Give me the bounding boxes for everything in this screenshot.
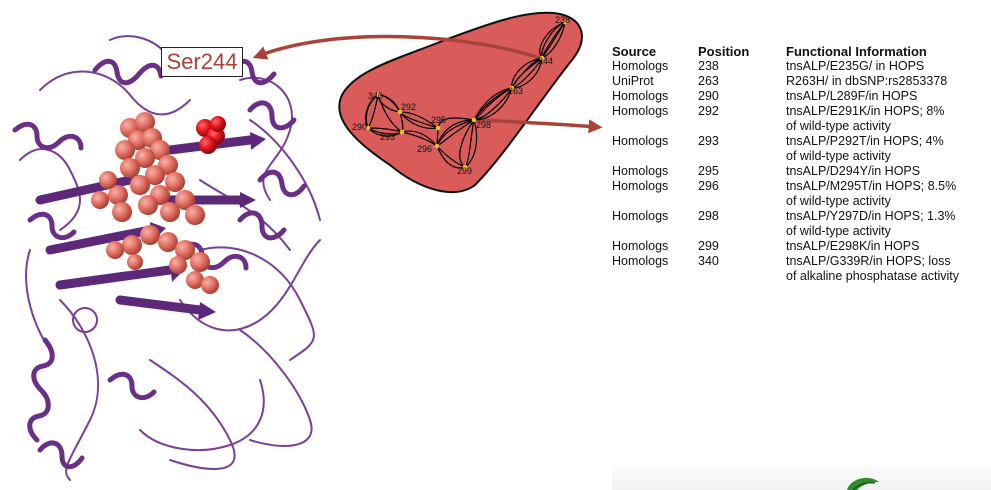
cell-source: Homologs [612, 164, 698, 179]
node-label: 238 [555, 15, 570, 25]
cell-source: Homologs [612, 134, 698, 164]
table-row: Homologs296tnsALP/M295T/in HOPS; 8.5%of … [612, 179, 990, 209]
cell-source: UniProt [612, 74, 698, 89]
cell-position: 238 [698, 59, 786, 74]
cell-functional-info: tnsALP/M295T/in HOPS; 8.5%of wild-type a… [786, 179, 990, 209]
info-line: of wild-type activity [786, 224, 990, 239]
cell-functional-info: tnsALP/E298K/in HOPS [786, 239, 990, 254]
table-body: Homologs238tnsALP/E235G/ in HOPSUniProt2… [612, 59, 990, 284]
info-line: tnsALP/G339R/in HOPS; loss [786, 254, 990, 269]
node-label: 295 [431, 115, 446, 125]
node-label: 299 [457, 166, 472, 176]
info-line: tnsALP/E291K/in HOPS; 8% [786, 104, 990, 119]
info-line: tnsALP/P292T/in HOPS; 4% [786, 134, 990, 149]
cell-source: Homologs [612, 104, 698, 134]
info-line: of wild-type activity [786, 149, 990, 164]
table-row: Homologs298tnsALP/Y297D/in HOPS; 1.3%of … [612, 209, 990, 239]
info-line: of wild-type activity [786, 119, 990, 134]
functional-info-table: Source Position Functional Information H… [612, 44, 990, 284]
cell-position: 298 [698, 209, 786, 239]
leaf-icon [843, 476, 883, 490]
ser244-callout-label: Ser244 [161, 47, 243, 77]
table-row: Homologs238tnsALP/E235G/ in HOPS [612, 59, 990, 74]
info-line: tnsALP/M295T/in HOPS; 8.5% [786, 179, 990, 194]
node-label: 244 [538, 56, 553, 66]
cell-source: Homologs [612, 254, 698, 284]
node-label: 298 [476, 120, 491, 130]
table-row: UniProt263R263H/ in dbSNP:rs2853378 [612, 74, 990, 89]
table-row: Homologs340tnsALP/G339R/in HOPS; lossof … [612, 254, 990, 284]
info-line: R263H/ in dbSNP:rs2853378 [786, 74, 990, 89]
table-row: Homologs299tnsALP/E298K/in HOPS [612, 239, 990, 254]
node-label: 293 [380, 132, 395, 142]
table-header-row: Source Position Functional Information [612, 44, 990, 59]
header-source: Source [612, 44, 698, 59]
table-row: Homologs290tnsALP/L289F/in HOPS [612, 89, 990, 104]
cell-functional-info: tnsALP/P292T/in HOPS; 4%of wild-type act… [786, 134, 990, 164]
info-line: tnsALP/E235G/ in HOPS [786, 59, 990, 74]
cell-position: 263 [698, 74, 786, 89]
header-functional-info: Functional Information [786, 44, 990, 59]
info-line: of wild-type activity [786, 194, 990, 209]
node-label: 263 [508, 86, 523, 96]
cell-position: 293 [698, 134, 786, 164]
cell-source: Homologs [612, 209, 698, 239]
cell-functional-info: tnsALP/D294Y/in HOPS [786, 164, 990, 179]
header-position: Position [698, 44, 786, 59]
cell-functional-info: tnsALP/E291K/in HOPS; 8%of wild-type act… [786, 104, 990, 134]
cell-functional-info: tnsALP/G339R/in HOPS; lossof alkaline ph… [786, 254, 990, 284]
cell-position: 340 [698, 254, 786, 284]
info-line: of alkaline phosphatase activity [786, 269, 990, 284]
node-label: 296 [417, 144, 432, 154]
table-row: Homologs292tnsALP/E291K/in HOPS; 8%of wi… [612, 104, 990, 134]
cell-functional-info: tnsALP/E235G/ in HOPS [786, 59, 990, 74]
info-line: tnsALP/Y297D/in HOPS; 1.3% [786, 209, 990, 224]
bottom-panel-fragment [612, 466, 991, 490]
cell-position: 299 [698, 239, 786, 254]
info-line: tnsALP/L289F/in HOPS [786, 89, 990, 104]
info-line: tnsALP/D294Y/in HOPS [786, 164, 990, 179]
info-line: tnsALP/E298K/in HOPS [786, 239, 990, 254]
node-label: 340 [368, 91, 383, 101]
cell-position: 295 [698, 164, 786, 179]
table-row: Homologs293tnsALP/P292T/in HOPS; 4%of wi… [612, 134, 990, 164]
cell-source: Homologs [612, 179, 698, 209]
cell-position: 296 [698, 179, 786, 209]
cell-functional-info: tnsALP/L289F/in HOPS [786, 89, 990, 104]
table-row: Homologs295tnsALP/D294Y/in HOPS [612, 164, 990, 179]
node-label: 290 [352, 122, 367, 132]
cell-source: Homologs [612, 239, 698, 254]
cell-position: 292 [698, 104, 786, 134]
cell-source: Homologs [612, 89, 698, 104]
cell-source: Homologs [612, 59, 698, 74]
cell-functional-info: R263H/ in dbSNP:rs2853378 [786, 74, 990, 89]
cell-functional-info: tnsALP/Y297D/in HOPS; 1.3%of wild-type a… [786, 209, 990, 239]
cell-position: 290 [698, 89, 786, 104]
node-label: 292 [401, 102, 416, 112]
